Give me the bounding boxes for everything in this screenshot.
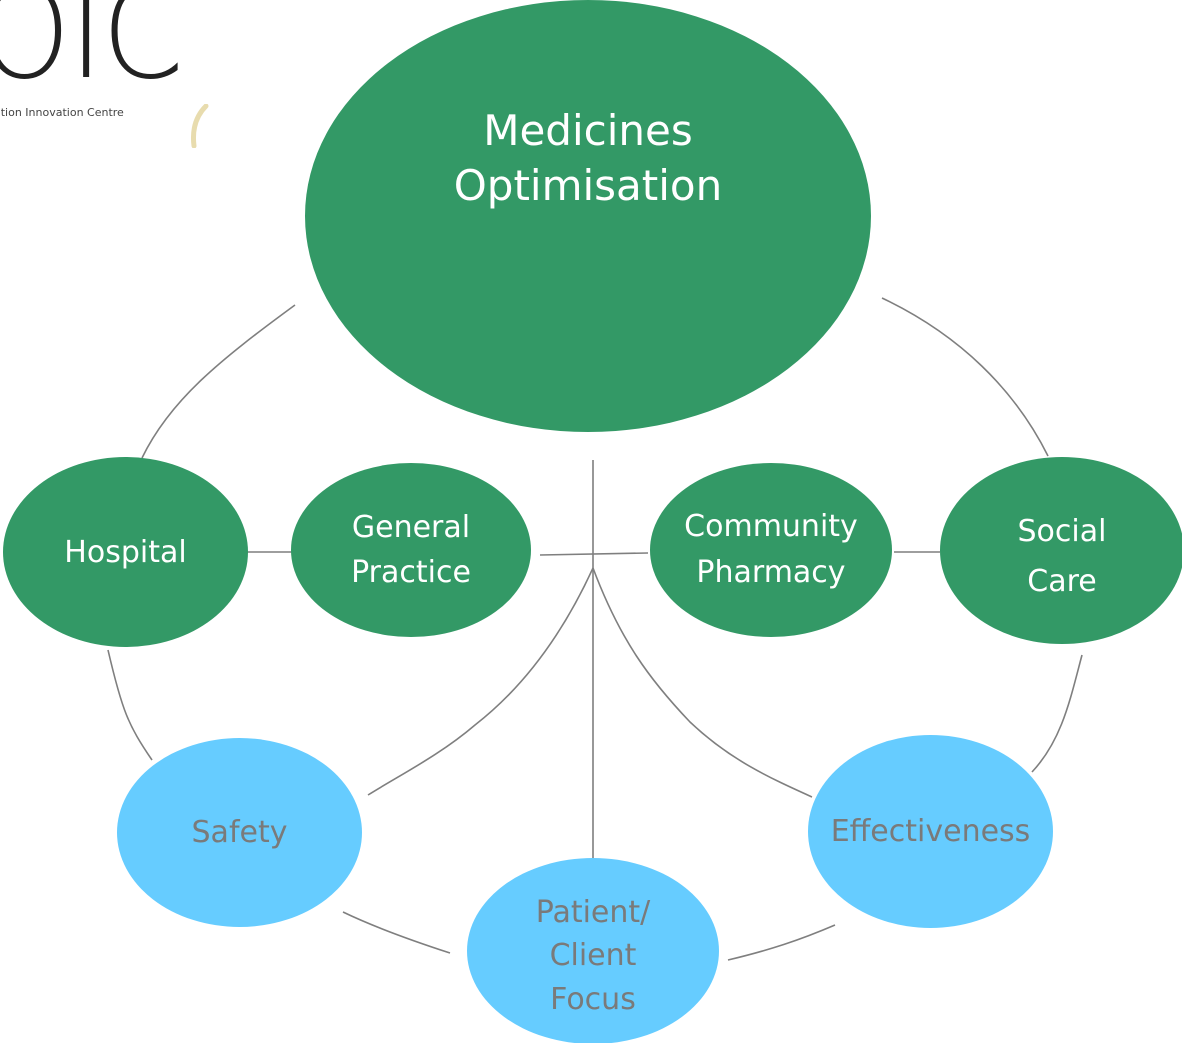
node-community-pharmacy-label: Community Pharmacy: [684, 508, 858, 591]
node-safety: Safety: [117, 738, 362, 927]
node-patient-client-focus: Patient/ Client Focus: [467, 858, 719, 1043]
node-social-care-label: Social Care: [1017, 514, 1107, 599]
node-hospital-label: Hospital: [64, 534, 187, 570]
node-general-practice: General Practice: [291, 463, 531, 637]
connector-center-social-care: [881, 297, 1049, 457]
node-medicines-optimisation: Medicines Optimisation: [305, 0, 871, 432]
connector-hospital-safety: [107, 649, 153, 761]
node-medicines-optimisation-label: Medicines Optimisation: [453, 105, 723, 210]
node-effectiveness-label: Effectiveness: [830, 814, 1031, 849]
node-community-pharmacy: Community Pharmacy: [650, 463, 892, 637]
connector-center-hospital: [141, 304, 296, 459]
node-safety-label: Safety: [191, 815, 288, 850]
node-hospital: Hospital: [3, 457, 248, 647]
connector-safety-patient-focus: [342, 911, 451, 954]
logo-tagline: ation Innovation Centre: [0, 106, 124, 119]
node-social-care: Social Care: [940, 457, 1182, 644]
node-effectiveness: Effectiveness: [808, 735, 1053, 928]
connector-hub-safety: [367, 567, 594, 796]
connector-patient-focus-effectiveness: [727, 924, 836, 961]
connector-hub-effectiveness: [592, 567, 813, 798]
connector-hub-horizontal: [539, 552, 649, 556]
node-patient-client-focus-label: Patient/ Client Focus: [535, 894, 651, 1017]
node-general-practice-label: General Practice: [351, 510, 471, 590]
logo-mark: OIC: [0, 0, 184, 108]
connector-social-care-effectiveness: [1031, 654, 1083, 773]
logo: OIC ation Innovation Centre: [0, 0, 215, 150]
logo-swoosh-icon: [191, 104, 209, 148]
